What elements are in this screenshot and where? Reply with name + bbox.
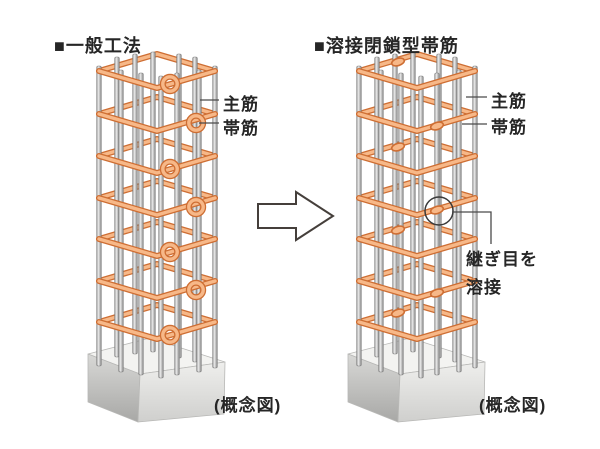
weld-note-line1: 継ぎ目を [466, 250, 538, 269]
leader-weld-note [452, 211, 492, 244]
leader-lines [199, 96, 492, 244]
right-column-cage [356, 51, 478, 379]
right-hoop-rebar-label: 帯筋 [491, 118, 527, 137]
right-panel-title: ■溶接閉鎖型帯筋 [314, 36, 459, 56]
left-hoop-rebar-label: 帯筋 [223, 119, 259, 138]
right-arrow-icon [257, 190, 335, 242]
weld-note: 継ぎ目を 溶接 [466, 246, 538, 302]
right-base-block [347, 337, 486, 423]
left-caption: (概念図) [214, 396, 282, 415]
right-caption: (概念図) [479, 396, 547, 415]
left-main-rebar-label: 主筋 [223, 95, 259, 114]
right-main-rebar-label: 主筋 [491, 92, 527, 111]
left-panel-title: ■一般工法 [54, 36, 142, 56]
weld-annotation-circle [424, 196, 454, 226]
left-base-block [87, 337, 226, 423]
left-column-cage [96, 51, 218, 379]
weld-note-line2: 溶接 [466, 278, 502, 297]
